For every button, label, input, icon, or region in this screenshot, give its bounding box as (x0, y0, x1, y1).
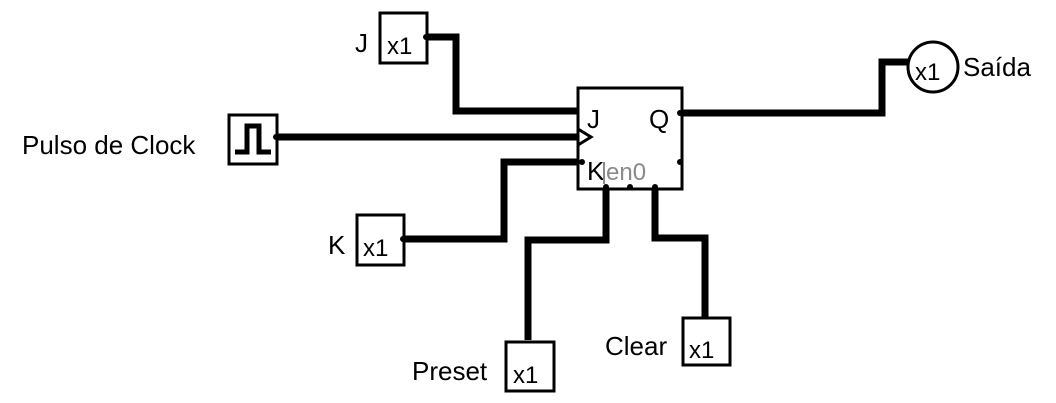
pin-dot-clear (652, 184, 658, 190)
output-lamp[interactable] (906, 40, 960, 94)
wire-clear (651, 188, 709, 318)
square-wave-icon (235, 123, 271, 155)
output-saida[interactable]: x1 Saída (906, 40, 1031, 94)
input-j[interactable]: J x1 (355, 11, 429, 65)
jk-flipflop[interactable]: J Q K en0 (576, 86, 684, 191)
input-k-label: K (328, 230, 346, 260)
input-j-pin (423, 34, 429, 40)
input-preset-value: x1 (513, 362, 538, 389)
input-clear[interactable]: Clear x1 (605, 316, 732, 367)
wire-k (405, 158, 585, 243)
pin-k-label: K (587, 156, 605, 186)
input-preset-label: Preset (412, 356, 488, 386)
output-label: Saída (963, 52, 1031, 82)
input-clock-pin (273, 134, 279, 140)
pin-dot-k (579, 159, 585, 165)
wires (278, 33, 908, 340)
wire-q (680, 58, 908, 117)
input-clock-box[interactable] (227, 113, 279, 166)
wire-preset (524, 188, 610, 340)
pin-dot-en (627, 184, 633, 190)
pin-dot-j (677, 110, 683, 116)
pin-dot-q (677, 159, 683, 165)
input-clear-box[interactable] (681, 316, 732, 367)
pin-dot-preset (603, 184, 609, 190)
clock-triangle-icon (577, 127, 594, 147)
input-preset[interactable]: Preset x1 (412, 340, 556, 393)
input-j-label: J (355, 28, 368, 58)
pin-j-label: J (587, 104, 600, 134)
input-clock[interactable]: Pulso de Clock (22, 113, 279, 166)
pin-q-label: Q (649, 104, 669, 134)
input-preset-box[interactable] (504, 340, 556, 393)
enable-label: en0 (606, 159, 646, 186)
input-k-value: x1 (363, 235, 388, 262)
cursor-bar (603, 162, 605, 184)
input-k[interactable]: K x1 (328, 213, 406, 267)
input-clear-value: x1 (689, 337, 714, 364)
wire-j (428, 33, 585, 115)
output-value: x1 (915, 59, 940, 86)
input-j-value: x1 (387, 33, 412, 60)
input-k-pin (400, 236, 406, 242)
input-clock-label: Pulso de Clock (22, 130, 196, 160)
input-clear-label: Clear (605, 331, 667, 361)
